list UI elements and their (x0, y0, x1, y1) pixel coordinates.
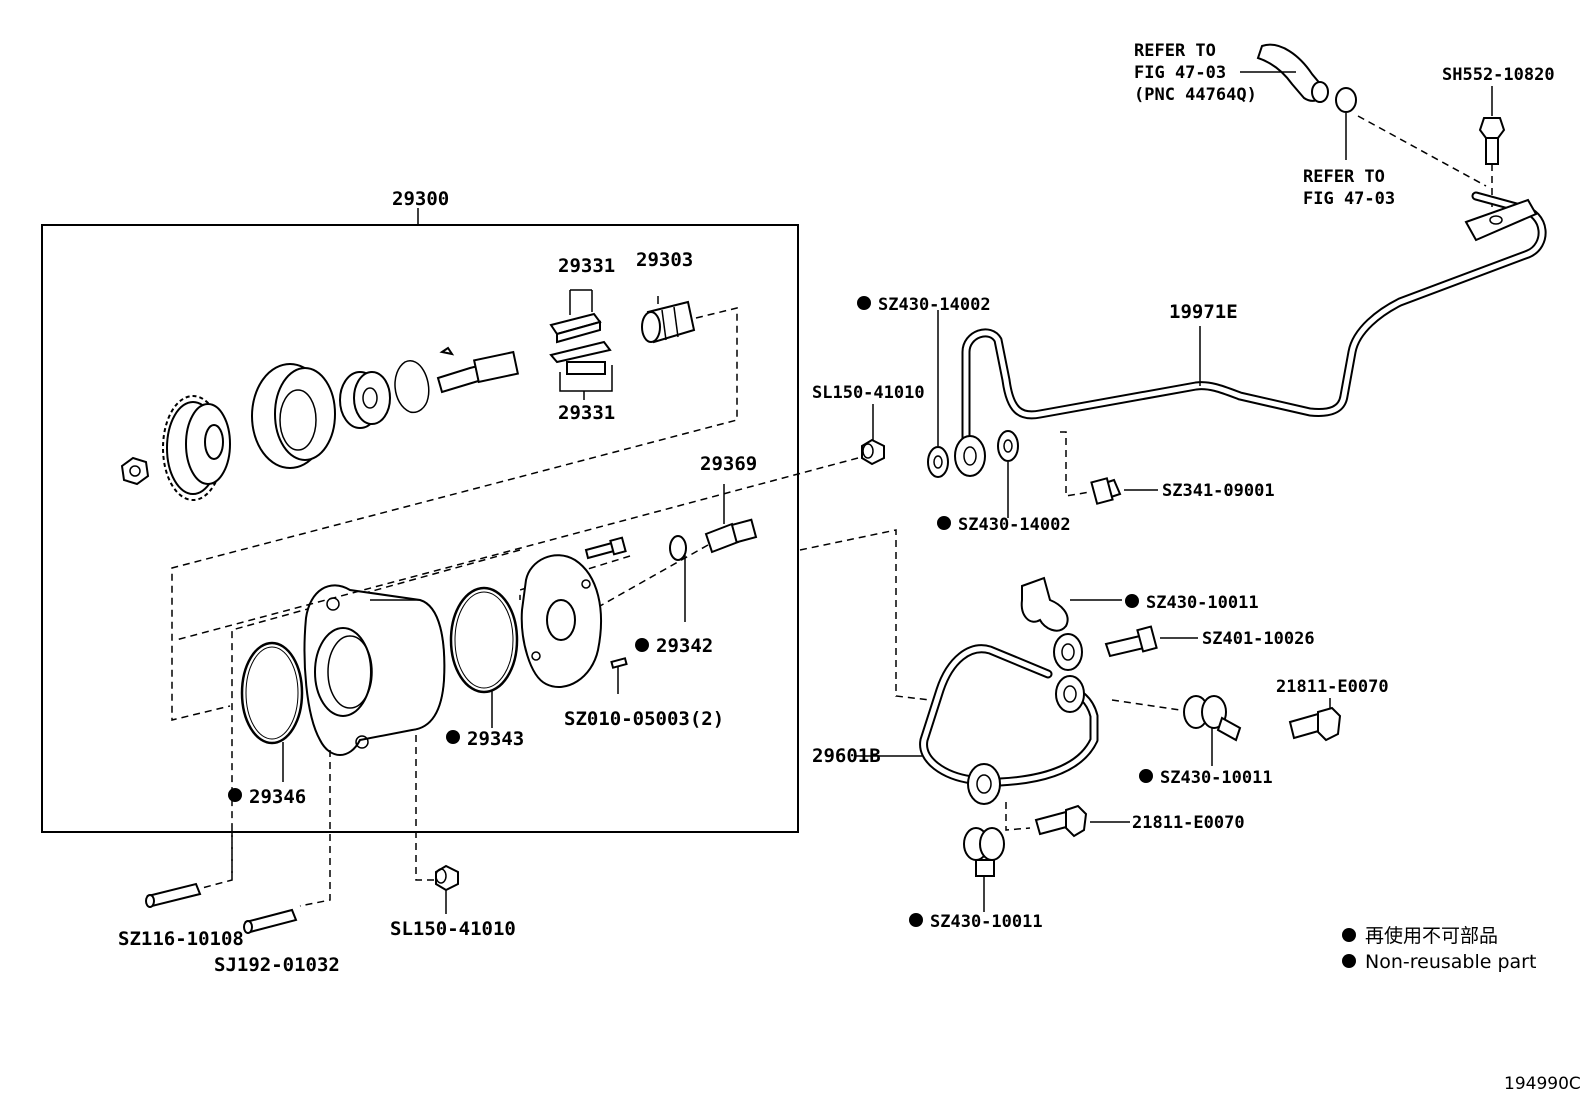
nut-SL150-bottom: SL150-41010 (390, 864, 516, 940)
legend-dot-2 (1342, 954, 1356, 968)
label-29343[interactable]: 29343 (467, 728, 524, 750)
label-SZ430-10011-a[interactable]: SZ430-10011 (1146, 593, 1259, 613)
nut-SL150-top: SL150-41010 (812, 383, 925, 466)
leader-dash-1 (171, 307, 738, 721)
label-21811-E0070-top[interactable]: 21811-E0070 (1276, 677, 1389, 697)
gear-part (162, 395, 231, 501)
label-SZ116-10108[interactable]: SZ116-10108 (118, 928, 244, 950)
label-29342[interactable]: 29342 (656, 635, 713, 657)
label-SL150-41010-bottom[interactable]: SL150-41010 (390, 918, 516, 940)
label-SZ341-09001[interactable]: SZ341-09001 (1162, 481, 1275, 501)
label-refer-2-line1[interactable]: REFER TO (1303, 167, 1385, 187)
snap-ring-part (394, 360, 430, 414)
screw-part (584, 536, 627, 560)
label-29331-top[interactable]: 29331 (558, 255, 615, 277)
eye-fitting-29601B-lower (967, 763, 1001, 805)
assembly-29300: 29300 (41, 188, 799, 833)
legend-dot-1 (1342, 928, 1356, 942)
bearing-part (339, 371, 391, 429)
washer-29342: 29342 (635, 535, 713, 657)
eye-fitting-29601B-upper (1053, 633, 1085, 713)
label-SZ430-14002-bottom[interactable]: SZ430-14002 (958, 515, 1071, 535)
label-SZ401-10026[interactable]: SZ401-10026 (1202, 629, 1315, 649)
pin-part: SZ010-05003(2) (564, 657, 724, 730)
pipe-19971E: 19971E (961, 191, 1547, 455)
fitting-29369: 29369 (700, 453, 758, 554)
assembly-frame (41, 224, 799, 833)
label-29369[interactable]: 29369 (700, 453, 757, 475)
pipe-29601B: 29601B (812, 644, 1099, 787)
washer-SZ430-14002-right: SZ430-14002 (937, 430, 1071, 535)
label-19971E[interactable]: 19971E (1169, 301, 1238, 323)
label-29601B[interactable]: 29601B (812, 745, 881, 767)
pump-housing-part (303, 584, 446, 756)
rotor-29303: 29303 (636, 249, 696, 344)
stud-SJ192: SJ192-01032 (214, 908, 340, 976)
bolt-SZ401: SZ401-10026 (1104, 625, 1315, 658)
stud-SZ116: SZ116-10108 (118, 882, 244, 950)
label-SJ192-01032[interactable]: SJ192-01032 (214, 954, 340, 976)
label-refer-2-line2[interactable]: FIG 47-03 (1303, 189, 1395, 209)
washer-SZ430-14002-left: SZ430-14002 (857, 295, 991, 478)
label-29303[interactable]: 29303 (636, 249, 693, 271)
bolt-21811-bottom: 21811-E0070 (1005, 802, 1245, 838)
shaft-part (436, 346, 520, 394)
label-29331-bottom[interactable]: 29331 (558, 402, 615, 424)
label-21811-E0070-bottom[interactable]: 21811-E0070 (1132, 813, 1245, 833)
label-refer-1-line2[interactable]: FIG 47-03 (1134, 63, 1226, 83)
label-SZ010-05003[interactable]: SZ010-05003(2) (564, 708, 724, 730)
bolt-SH552: SH552-10820 (1442, 65, 1555, 214)
legend-line-1: 再使用不可部品 (1365, 925, 1498, 947)
label-SZ430-10011-c[interactable]: SZ430-10011 (930, 912, 1043, 932)
label-29300[interactable]: 29300 (392, 188, 449, 210)
label-29346[interactable]: 29346 (249, 786, 306, 808)
plates-29331: 29331 29331 (549, 255, 615, 424)
bolt-SZ341: SZ341-09001 (1060, 431, 1275, 505)
eye-fitting-top (954, 435, 986, 477)
label-refer-1-line1[interactable]: REFER TO (1134, 41, 1216, 61)
pump-cover-part (520, 554, 602, 688)
legend-line-2: Non-reusable part (1365, 951, 1536, 973)
clamp-refer: REFER TO FIG 47-03 (1303, 87, 1395, 209)
label-SZ430-14002-top[interactable]: SZ430-14002 (878, 295, 991, 315)
oring-29346: 29346 (228, 641, 306, 808)
label-refer-1-line3: (PNC 44764Q) (1134, 85, 1257, 105)
nut-part (120, 456, 150, 486)
gasket-SZ430-10011-c: SZ430-10011 (909, 827, 1043, 932)
label-SZ430-10011-b[interactable]: SZ430-10011 (1160, 768, 1273, 788)
legend: 再使用不可部品 Non-reusable part (1342, 925, 1536, 973)
seal-ring-part (251, 363, 336, 469)
label-SL150-41010-top[interactable]: SL150-41010 (812, 383, 925, 403)
label-SH552-10820[interactable]: SH552-10820 (1442, 65, 1555, 85)
bolt-21811-top: 21811-E0070 (1276, 677, 1389, 742)
figure-id: 194990C (1504, 1074, 1581, 1094)
oring-29343: 29343 (446, 586, 524, 750)
hose-refer: REFER TO FIG 47-03 (PNC 44764Q) (1134, 41, 1329, 105)
gasket-SZ430-10011-b: SZ430-10011 (1111, 695, 1273, 788)
gasket-SZ430-10011-a: SZ430-10011 (1020, 576, 1259, 632)
